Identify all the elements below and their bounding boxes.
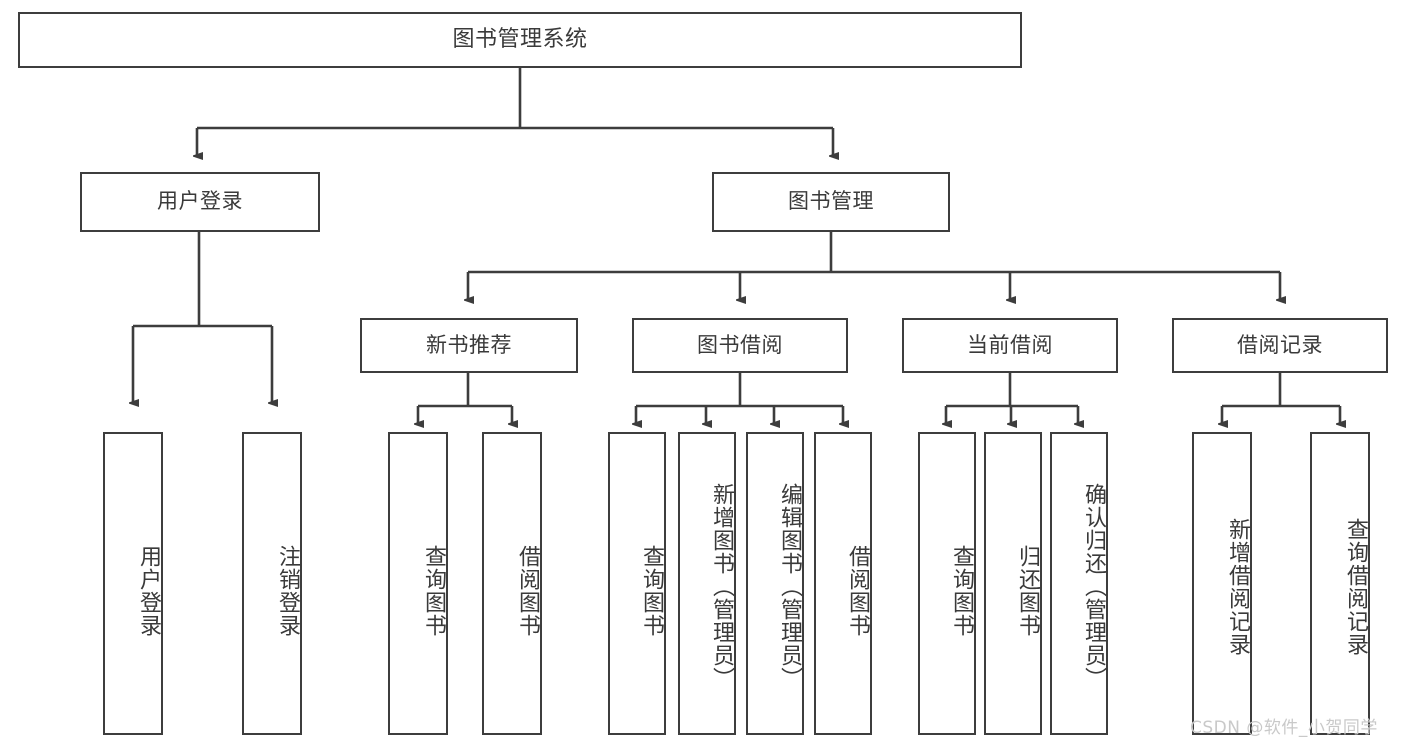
leaf-return-book-label: 归还图书 [1015,544,1040,637]
leaf-query-book-1[interactable]: 查询图书 [388,432,448,735]
leaf-user-login[interactable]: 用户登录 [103,432,163,735]
leaf-query-book-1-label: 查询图书 [421,544,446,637]
node-user-login[interactable]: 用户登录 [80,172,320,232]
leaf-query-record[interactable]: 查询借阅记录 [1310,432,1370,735]
leaf-edit-book[interactable]: 编辑图书（管理员） [746,432,804,735]
node-root-system[interactable]: 图书管理系统 [18,12,1022,68]
node-new-book-recommend[interactable]: 新书推荐 [360,318,578,373]
node-root-label: 图书管理系统 [452,26,588,52]
node-book-manage-label: 图书管理 [788,189,874,214]
leaf-logout-label: 注销登录 [275,544,300,637]
leaf-borrow-book-2-label: 借阅图书 [845,544,870,637]
leaf-query-book-3-label: 查询图书 [949,544,974,637]
leaf-return-book[interactable]: 归还图书 [984,432,1042,735]
leaf-query-record-label: 查询借阅记录 [1343,517,1368,656]
leaf-query-book-2-label: 查询图书 [639,544,664,637]
leaf-borrow-book-2[interactable]: 借阅图书 [814,432,872,735]
node-current-borrow[interactable]: 当前借阅 [902,318,1118,373]
node-borrow-record-label: 借阅记录 [1237,332,1323,357]
node-borrow-record[interactable]: 借阅记录 [1172,318,1388,373]
node-book-borrow[interactable]: 图书借阅 [632,318,848,373]
leaf-borrow-book-1-label: 借阅图书 [515,544,540,637]
leaf-query-book-2[interactable]: 查询图书 [608,432,666,735]
leaf-add-book[interactable]: 新增图书（管理员） [678,432,736,735]
leaf-add-record-label: 新增借阅记录 [1225,517,1250,656]
leaf-logout[interactable]: 注销登录 [242,432,302,735]
leaf-borrow-book-1[interactable]: 借阅图书 [482,432,542,735]
csdn-watermark: CSDN @软件_小贺同学 [1190,713,1378,738]
node-book-borrow-label: 图书借阅 [697,332,783,357]
leaf-user-login-label: 用户登录 [136,544,161,637]
leaf-add-book-label: 新增图书（管理员） [709,483,734,690]
leaf-confirm-return[interactable]: 确认归还（管理员） [1050,432,1108,735]
leaf-confirm-return-label: 确认归还（管理员） [1081,483,1106,690]
node-user-login-label: 用户登录 [157,189,243,214]
node-new-book-recommend-label: 新书推荐 [426,332,512,357]
leaf-add-record[interactable]: 新增借阅记录 [1192,432,1252,735]
node-current-borrow-label: 当前借阅 [967,332,1053,357]
csdn-watermark-text: CSDN @软件_小贺同学 [1190,718,1378,738]
node-book-manage[interactable]: 图书管理 [712,172,950,232]
leaf-query-book-3[interactable]: 查询图书 [918,432,976,735]
leaf-edit-book-label: 编辑图书（管理员） [777,483,802,690]
